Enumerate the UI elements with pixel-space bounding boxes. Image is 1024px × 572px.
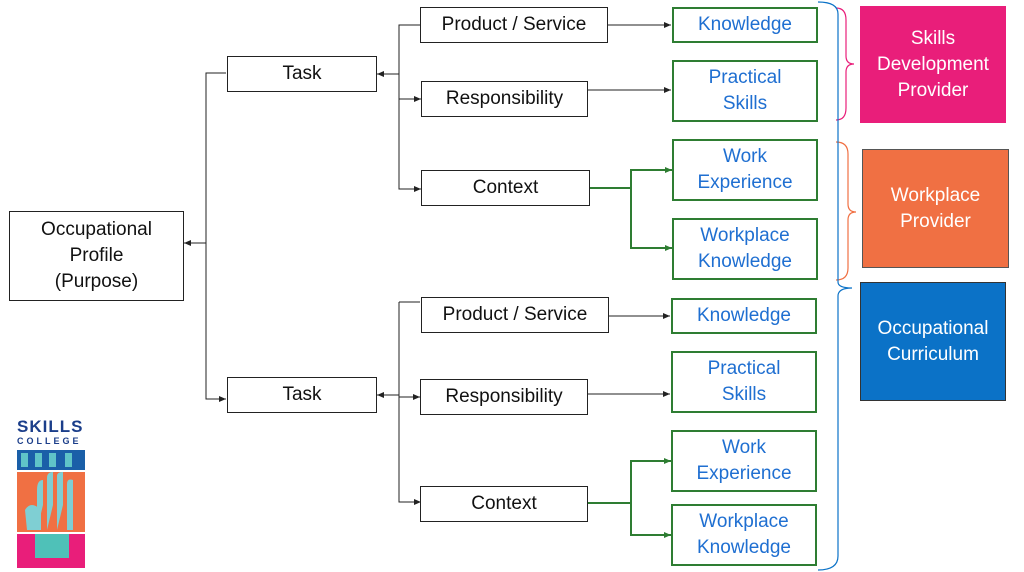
task-box-1: Task <box>227 56 377 92</box>
workplace-provider-box: Workplace Provider <box>862 149 1009 268</box>
responsibility-box-2: Responsibility <box>420 379 588 415</box>
knowledge-box-1: Knowledge <box>672 7 818 43</box>
bracket-pink <box>835 7 855 121</box>
logo-subtitle: COLLEGE <box>17 436 82 446</box>
knowledge-box-2: Knowledge <box>671 298 817 334</box>
practical-skills-box-1: Practical Skills <box>672 60 818 122</box>
responsibility-box-1: Responsibility <box>421 81 588 117</box>
occupational-profile-box: Occupational Profile (Purpose) <box>9 211 184 301</box>
occupational-curriculum-box: Occupational Curriculum <box>860 282 1006 401</box>
workplace-knowledge-box-2: Workplace Knowledge <box>671 504 817 566</box>
logo-wordmark: SKILLS <box>17 417 84 436</box>
task-box-2: Task <box>227 377 377 413</box>
workplace-knowledge-box-1: Workplace Knowledge <box>672 218 818 280</box>
practical-skills-box-2: Practical Skills <box>671 351 817 413</box>
product-service-box-2: Product / Service <box>421 297 609 333</box>
bracket-blue-top <box>817 1 839 146</box>
product-service-box-1: Product / Service <box>420 7 608 43</box>
logo-hand-icon <box>17 450 85 568</box>
context-box-2: Context <box>420 486 588 522</box>
bracket-blue <box>817 146 853 571</box>
work-experience-box-2: Work Experience <box>671 430 817 492</box>
context-box-1: Context <box>421 170 590 206</box>
skills-college-logo: SKILLS COLLEGE <box>17 418 89 568</box>
bracket-orange <box>835 141 857 281</box>
work-experience-box-1: Work Experience <box>672 139 818 201</box>
skills-development-provider-box: Skills Development Provider <box>860 6 1006 123</box>
